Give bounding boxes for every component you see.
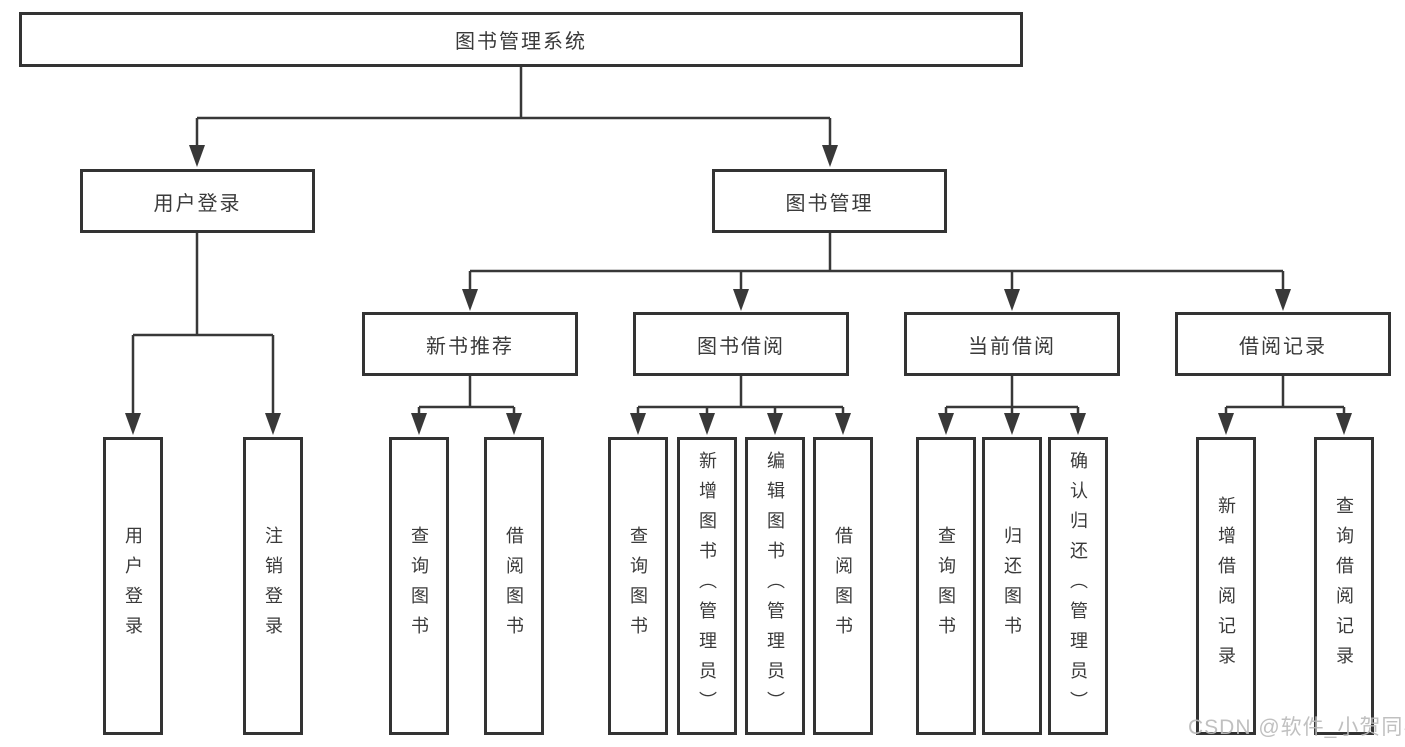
- leaf-bb-query-books: 查询图书: [608, 437, 668, 735]
- arrow-down-icon: [1004, 413, 1020, 435]
- leaf-bb-borrow-books: 借阅图书: [813, 437, 873, 735]
- leaf-label: 借阅图书: [833, 526, 853, 646]
- leaf-label: 注销登录: [263, 526, 283, 646]
- leaf-label: 查询图书: [628, 526, 648, 646]
- leaf-br-query-record: 查询借阅记录: [1314, 437, 1374, 735]
- node-book-borrowing: 图书借阅: [633, 312, 849, 376]
- leaf-cb-confirm-return-admin: 确认归还（管理员）: [1048, 437, 1108, 735]
- leaf-nb-query-books: 查询图书: [389, 437, 449, 735]
- arrow-down-icon: [462, 289, 478, 311]
- arrow-down-icon: [835, 413, 851, 435]
- node-new-book-recommend: 新书推荐: [362, 312, 578, 376]
- leaf-user-login: 用户登录: [103, 437, 163, 735]
- arrow-down-icon: [1218, 413, 1234, 435]
- arrow-down-icon: [1070, 413, 1086, 435]
- leaf-label: 用户登录: [123, 526, 143, 646]
- arrow-down-icon: [938, 413, 954, 435]
- csdn-watermark: CSDN @软件_小贺同学: [1188, 716, 1405, 739]
- leaf-label: 新增图书（管理员）: [697, 451, 717, 721]
- leaf-label: 查询图书: [936, 526, 956, 646]
- leaf-label: 编辑图书（管理员）: [765, 451, 785, 721]
- leaf-bb-add-books-admin: 新增图书（管理员）: [677, 437, 737, 735]
- node-label: 新书推荐: [426, 335, 514, 358]
- leaf-label: 新增借阅记录: [1216, 496, 1236, 676]
- arrow-down-icon: [630, 413, 646, 435]
- arrow-down-icon: [506, 413, 522, 435]
- arrow-down-icon: [733, 289, 749, 311]
- node-library-management-system: 图书管理系统: [19, 12, 1023, 67]
- leaf-label: 查询借阅记录: [1334, 496, 1354, 676]
- node-user-login: 用户登录: [80, 169, 315, 233]
- node-label: 图书管理: [785, 192, 874, 215]
- leaf-cb-return-books: 归还图书: [982, 437, 1042, 735]
- node-borrowing-records: 借阅记录: [1175, 312, 1391, 376]
- arrow-down-icon: [125, 413, 141, 435]
- node-label: 用户登录: [153, 192, 242, 215]
- arrow-down-icon: [699, 413, 715, 435]
- node-label: 图书管理系统: [455, 31, 587, 53]
- arrow-down-icon: [189, 145, 205, 167]
- arrow-down-icon: [1336, 413, 1352, 435]
- leaf-label: 查询图书: [409, 526, 429, 646]
- arrow-down-icon: [822, 145, 838, 167]
- leaf-label: 借阅图书: [504, 526, 524, 646]
- leaf-label: 归还图书: [1002, 526, 1022, 646]
- arrow-down-icon: [265, 413, 281, 435]
- node-book-management: 图书管理: [712, 169, 947, 233]
- arrow-down-icon: [1004, 289, 1020, 311]
- leaf-label: 确认归还（管理员）: [1068, 451, 1088, 721]
- leaf-bb-edit-books-admin: 编辑图书（管理员）: [745, 437, 805, 735]
- arrow-down-icon: [411, 413, 427, 435]
- arrow-down-icon: [1275, 289, 1291, 311]
- node-label: 借阅记录: [1239, 335, 1327, 358]
- node-current-borrowing: 当前借阅: [904, 312, 1120, 376]
- node-label: 当前借阅: [968, 335, 1056, 358]
- leaf-logout: 注销登录: [243, 437, 303, 735]
- arrow-down-icon: [767, 413, 783, 435]
- leaf-br-add-record: 新增借阅记录: [1196, 437, 1256, 735]
- leaf-nb-borrow-books: 借阅图书: [484, 437, 544, 735]
- node-label: 图书借阅: [697, 335, 785, 358]
- leaf-cb-query-books: 查询图书: [916, 437, 976, 735]
